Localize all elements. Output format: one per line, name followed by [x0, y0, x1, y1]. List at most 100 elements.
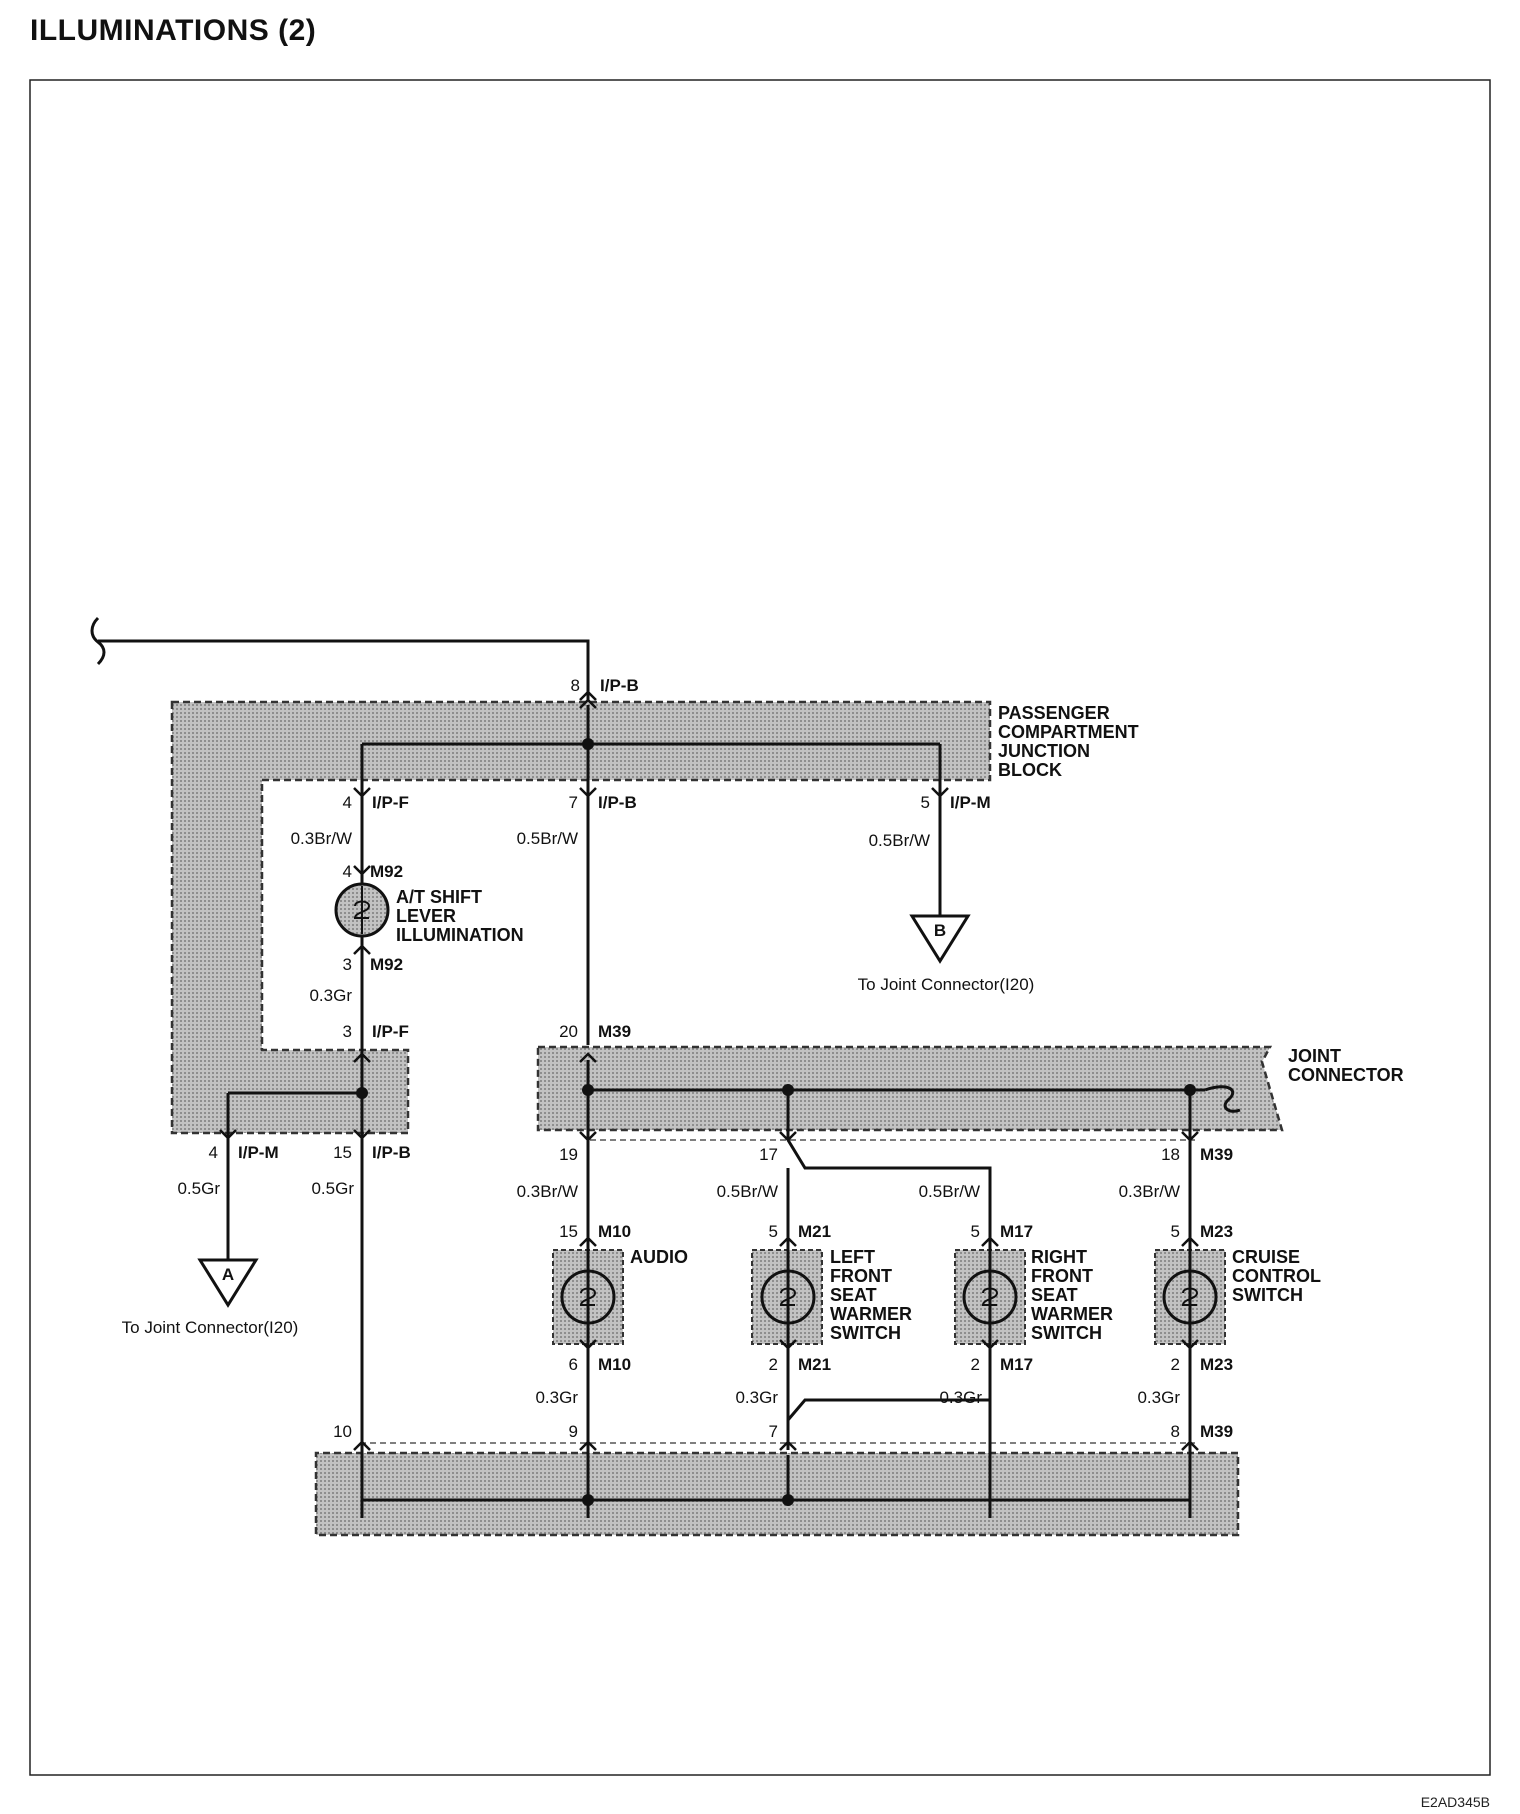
- svg-text:ILLUMINATION: ILLUMINATION: [396, 925, 524, 945]
- cruise-in-conn: M39: [1200, 1145, 1233, 1164]
- top-pin: 8: [571, 676, 580, 695]
- left-top-conn: M21: [798, 1222, 831, 1241]
- svg-text:RIGHT: RIGHT: [1031, 1247, 1087, 1267]
- top-conn: I/P-B: [600, 676, 639, 695]
- m39-in-pin: 20: [559, 1022, 578, 1041]
- at-bottom-conn: M92: [370, 955, 403, 974]
- right-top-conn: M17: [1000, 1222, 1033, 1241]
- diagram-frame: [29, 79, 1491, 1776]
- page-title: ILLUMINATIONS (2): [30, 14, 317, 47]
- svg-text:SEAT: SEAT: [1031, 1285, 1078, 1305]
- at-bottom-pin: 3: [343, 955, 352, 974]
- svg-text:JOINT: JOINT: [1288, 1046, 1341, 1066]
- at-shift-bulb-icon: [334, 882, 390, 938]
- cruise-top-pin: 5: [1171, 1222, 1180, 1241]
- ipb-wire: 0.5Br/W: [517, 829, 578, 848]
- svg-text:COMPARTMENT: COMPARTMENT: [998, 722, 1139, 742]
- ipb-pin: 7: [569, 793, 578, 812]
- cruise-bottom-pin: 2: [1171, 1355, 1180, 1374]
- left-wire-out: 0.3Gr: [735, 1388, 778, 1407]
- svg-text:LEVER: LEVER: [396, 906, 456, 926]
- svg-text:LEFT: LEFT: [830, 1247, 875, 1267]
- svg-text:PASSENGER: PASSENGER: [998, 703, 1110, 723]
- ground-a-note: To Joint Connector(I20): [122, 1318, 299, 1337]
- right-bottom-conn: M17: [1000, 1355, 1033, 1374]
- ipf-conn: I/P-F: [372, 793, 409, 812]
- cruise-ground-conn: M39: [1200, 1422, 1233, 1441]
- cruise-control-bulb-icon: [1162, 1269, 1218, 1325]
- cruise-bottom-conn: M23: [1200, 1355, 1233, 1374]
- right-bottom-pin: 2: [971, 1355, 980, 1374]
- ground-a-icon: A: [197, 1258, 259, 1308]
- audio-label: AUDIO: [630, 1247, 688, 1267]
- cruise-top-conn: M23: [1200, 1222, 1233, 1241]
- cruise-wire-out: 0.3Gr: [1137, 1388, 1180, 1407]
- audio-in-pin: 19: [559, 1145, 578, 1164]
- ipm-pin: 5: [921, 793, 930, 812]
- left-seat-warmer-bulb-icon: [760, 1269, 816, 1325]
- svg-text:WARMER: WARMER: [1031, 1304, 1113, 1324]
- m39-in-conn: M39: [598, 1022, 631, 1041]
- svg-text:SEAT: SEAT: [830, 1285, 877, 1305]
- svg-text:WARMER: WARMER: [830, 1304, 912, 1324]
- bottom-left-pin: 10: [333, 1422, 352, 1441]
- left-wire-in: 0.5Br/W: [717, 1182, 778, 1201]
- audio-top-conn: M10: [598, 1222, 631, 1241]
- cruise-wire-in: 0.3Br/W: [1119, 1182, 1180, 1201]
- audio-bulb-icon: [560, 1269, 616, 1325]
- ground-b-note: To Joint Connector(I20): [858, 975, 1035, 994]
- right-top-pin: 5: [971, 1222, 980, 1241]
- left-bottom-conn: M21: [798, 1355, 831, 1374]
- left-seat-warmer-label: LEFT FRONT SEAT WARMER SWITCH: [830, 1247, 912, 1343]
- figure-code: E2AD345B: [1420, 1794, 1490, 1810]
- svg-text:CRUISE: CRUISE: [1232, 1247, 1300, 1267]
- cruise-control-label: CRUISE CONTROL SWITCH: [1232, 1247, 1321, 1305]
- ipb15-conn: I/P-B: [372, 1143, 411, 1162]
- ground-b-label: B: [934, 921, 946, 940]
- ipm-conn: I/P-M: [950, 793, 991, 812]
- svg-text:SWITCH: SWITCH: [1232, 1285, 1303, 1305]
- connector-pins: [219, 690, 1199, 1451]
- ipm4-pin: 4: [209, 1143, 218, 1162]
- wire-b: 0.5Gr: [311, 1179, 354, 1198]
- ipb-conn: I/P-B: [598, 793, 637, 812]
- ground-a-label: A: [222, 1265, 234, 1284]
- svg-text:SWITCH: SWITCH: [830, 1323, 901, 1343]
- audio-bottom-conn: M10: [598, 1355, 631, 1374]
- ipf-wire: 0.3Br/W: [291, 829, 352, 848]
- passenger-junction-label: PASSENGER COMPARTMENT JUNCTION BLOCK: [998, 703, 1139, 780]
- svg-text:CONTROL: CONTROL: [1232, 1266, 1321, 1286]
- right-wire-out: 0.3Gr: [939, 1388, 982, 1407]
- cruise-in-pin: 18: [1161, 1145, 1180, 1164]
- audio-ground-pin: 9: [569, 1422, 578, 1441]
- at-return-conn: I/P-F: [372, 1022, 409, 1041]
- audio-wire-in: 0.3Br/W: [517, 1182, 578, 1201]
- left-ground-pin: 7: [769, 1422, 778, 1441]
- at-return-pin: 3: [343, 1022, 352, 1041]
- audio-bottom-pin: 6: [569, 1355, 578, 1374]
- ipm-wire: 0.5Br/W: [869, 831, 930, 850]
- left-bottom-pin: 2: [769, 1355, 778, 1374]
- svg-text:SWITCH: SWITCH: [1031, 1323, 1102, 1343]
- left-in-pin: 17: [759, 1145, 778, 1164]
- right-wire-in: 0.5Br/W: [919, 1182, 980, 1201]
- wire-a: 0.5Gr: [177, 1179, 220, 1198]
- at-shift-label: A/T SHIFT LEVER ILLUMINATION: [396, 887, 524, 945]
- svg-text:FRONT: FRONT: [1031, 1266, 1093, 1286]
- svg-text:A/T SHIFT: A/T SHIFT: [396, 887, 482, 907]
- joint-connector-label: JOINT CONNECTOR: [1288, 1046, 1404, 1085]
- audio-wire-out: 0.3Gr: [535, 1388, 578, 1407]
- ipf-pin: 4: [343, 793, 352, 812]
- left-top-pin: 5: [769, 1222, 778, 1241]
- svg-text:JUNCTION: JUNCTION: [998, 741, 1090, 761]
- right-seat-warmer-label: RIGHT FRONT SEAT WARMER SWITCH: [1031, 1247, 1113, 1343]
- at-top-conn: M92: [370, 862, 403, 881]
- at-top-pin: 4: [343, 862, 352, 881]
- splice-points: [356, 738, 1196, 1506]
- svg-text:BLOCK: BLOCK: [998, 760, 1062, 780]
- svg-text:CONNECTOR: CONNECTOR: [1288, 1065, 1404, 1085]
- at-wire-out: 0.3Gr: [309, 986, 352, 1005]
- svg-text:FRONT: FRONT: [830, 1266, 892, 1286]
- ipb15-pin: 15: [333, 1143, 352, 1162]
